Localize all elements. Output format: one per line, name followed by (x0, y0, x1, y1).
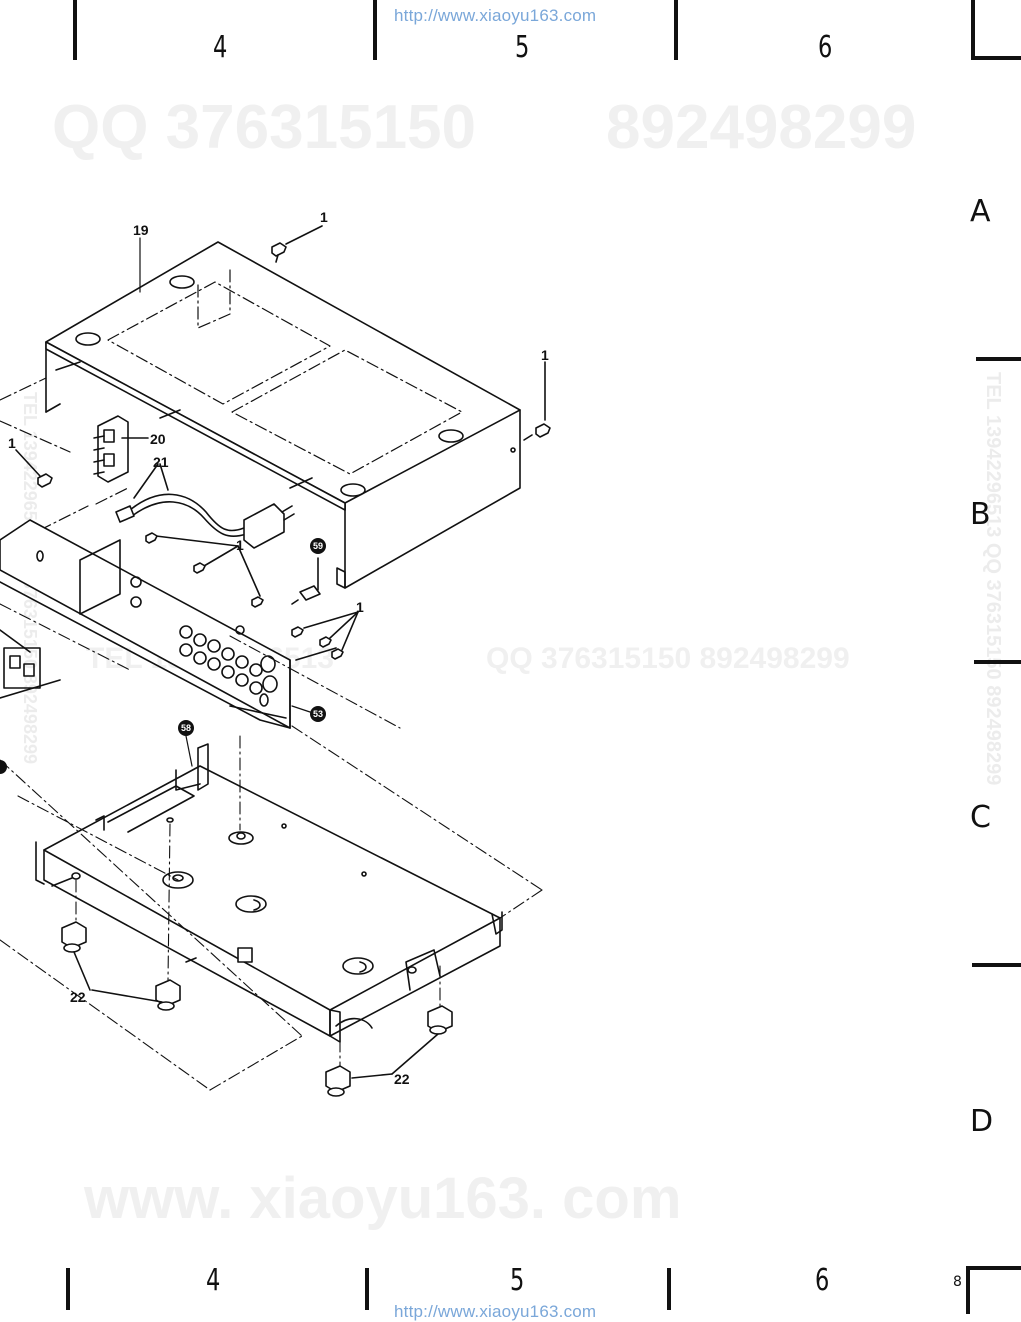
row-separator-ab (976, 357, 1021, 361)
callout-59: 59 (313, 541, 323, 551)
grid-tick-top-1 (73, 0, 77, 60)
corner-mark-top-h (971, 56, 1021, 60)
callout-19: 19 (133, 222, 149, 238)
chassis-base (35, 743, 503, 1043)
grid-tick-top-2 (373, 0, 377, 60)
watermark-middle-qq: QQ 376315150 892498299 (486, 642, 850, 675)
grid-tick-bottom-1 (66, 1268, 70, 1310)
guide-lines (0, 603, 543, 1091)
row-letter-d: D (970, 1104, 994, 1139)
row-letter-c: C (970, 800, 991, 835)
header-url[interactable]: http://www.xiaoyu163.com (394, 6, 597, 25)
power-cord (115, 463, 295, 549)
callout-53: 53 (313, 709, 323, 719)
callout-1-right: 1 (541, 347, 549, 363)
grid-tick-top-3 (674, 0, 678, 60)
screw-top (271, 225, 323, 263)
screw-left (15, 449, 53, 488)
corner-mark-bottom-v (966, 1266, 970, 1314)
watermark-qq-top-2: 892498299 (606, 93, 917, 162)
connector-59 (291, 557, 321, 605)
column-number-bottom-6: 6 (815, 1263, 830, 1298)
row-separator-cd (972, 963, 1021, 967)
row-letter-b: B (970, 497, 991, 532)
corner-mark-top-v (971, 0, 975, 60)
ac-outlet-block (93, 415, 149, 483)
column-number-top-6: 6 (818, 30, 833, 65)
callout-1-left: 1 (8, 435, 16, 451)
watermark-bottom: www. xiaoyu163. com (84, 1166, 682, 1231)
top-cover-dash-panels (0, 269, 463, 541)
callout-58: 58 (181, 723, 191, 733)
corner-mark-bottom-h (966, 1266, 1021, 1270)
rubber-feet (61, 921, 453, 1097)
callout-22-right: 22 (394, 1071, 410, 1087)
callout-21: 21 (153, 454, 169, 470)
grid-tick-bottom-2 (365, 1268, 369, 1310)
callout-22-left: 22 (70, 989, 86, 1005)
callout-20: 20 (150, 431, 166, 447)
top-cover (45, 241, 521, 589)
page-number: 8 (953, 1274, 962, 1290)
callout-1-top: 1 (320, 209, 328, 225)
grid-tick-bottom-3 (667, 1268, 671, 1310)
callout-labels: 1 1 1 1 1 19 20 21 22 22 (8, 209, 549, 1087)
column-number-bottom-5: 5 (510, 1263, 525, 1298)
screw-right (523, 361, 551, 441)
callout-1-panel: 1 (236, 537, 244, 553)
rear-panel (0, 519, 291, 729)
callout-markers (0, 538, 326, 774)
row-separator-bc (974, 660, 1021, 664)
column-number-bottom-4: 4 (206, 1263, 221, 1298)
marker-labels: 59 53 58 (181, 541, 323, 733)
column-number-top-5: 5 (515, 30, 530, 65)
footer-url[interactable]: http://www.xiaoyu163.com (394, 1302, 597, 1321)
row-letter-a: A (970, 194, 991, 229)
watermark-qq-top: QQ 376315150 (52, 93, 477, 162)
leader-lines (139, 237, 311, 767)
column-number-top-4: 4 (213, 30, 228, 65)
callout-1-panel-right: 1 (356, 599, 364, 615)
panel-screws (145, 532, 359, 661)
